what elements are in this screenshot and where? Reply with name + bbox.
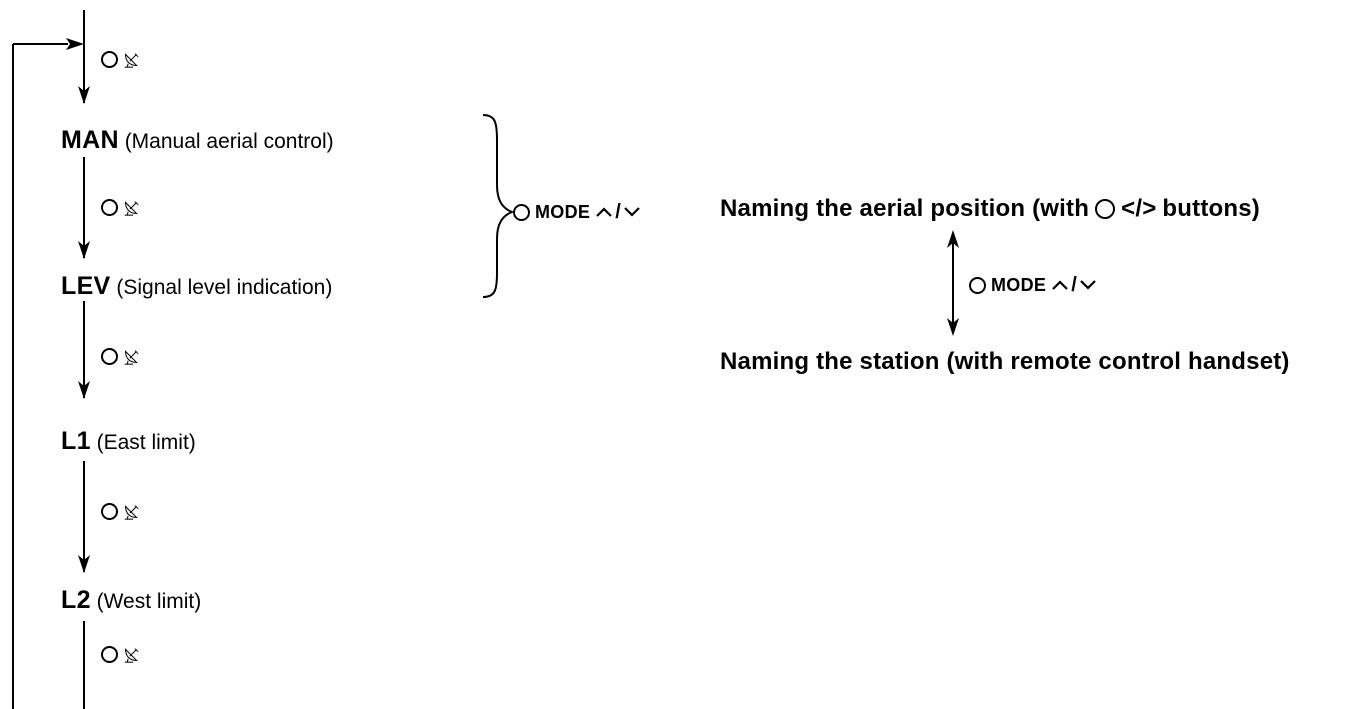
step-description: (East limit): [96, 431, 196, 454]
circle-button-icon: [513, 203, 530, 221]
satellite-dish-icon: [124, 200, 139, 216]
step-code: MAN: [61, 126, 119, 154]
naming-mode-button: MODE /: [969, 274, 1097, 296]
flow-arrow-4-head: [78, 555, 90, 573]
mode-label: MODE: [535, 201, 591, 222]
separator: /: [615, 200, 621, 223]
chevron-up-icon: [596, 207, 612, 217]
mode-label: MODE: [991, 274, 1047, 295]
satellite-dish-icon: [124, 504, 139, 520]
satellite-dish-icon: [124, 647, 139, 663]
step-l2: L2 (West limit): [61, 588, 201, 613]
flow-arrow-2-head: [78, 241, 90, 259]
step-lev: LEV (Signal level indication): [61, 274, 332, 299]
aerial-button-1: [101, 48, 140, 70]
circle-button-icon: [101, 50, 118, 68]
step-man: MAN (Manual aerial control): [61, 128, 334, 153]
loop-return-arrow: [66, 38, 84, 50]
naming-toggle-arrow-down-head: [947, 318, 959, 336]
satellite-dish-icon: [124, 52, 139, 68]
step-code: L1: [61, 427, 91, 455]
naming-station: Naming the station (with remote control …: [720, 350, 1290, 374]
circle-button-icon: [1095, 199, 1116, 219]
naming-aerial-position: Naming the aerial position (with </> but…: [720, 197, 1260, 221]
flow-arrow-1-head: [78, 86, 90, 104]
aerial-button-3: [101, 345, 140, 367]
naming-station-label: Naming the station (with remote control …: [720, 348, 1290, 375]
chevron-up-icon: [1052, 280, 1068, 290]
aerial-button-2: [101, 196, 140, 218]
mode-updown-button: MODE /: [513, 201, 641, 223]
flow-arrow-3-head: [78, 381, 90, 399]
circle-button-icon: [101, 347, 118, 365]
step-code: L2: [61, 586, 91, 614]
satellite-dish-icon: [124, 349, 139, 365]
step-code: LEV: [61, 272, 111, 300]
step-l1: L1 (East limit): [61, 429, 196, 454]
chevron-down-icon: [1079, 280, 1096, 290]
step-description: (West limit): [96, 590, 202, 613]
naming-aerial-suffix: buttons): [1162, 195, 1260, 222]
circle-button-icon: [101, 502, 118, 520]
curly-brace: [482, 114, 515, 298]
aerial-button-5: [101, 643, 140, 665]
circle-button-icon: [969, 276, 986, 294]
naming-aerial-prefix: Naming the aerial position (with: [720, 195, 1090, 222]
circle-button-icon: [101, 198, 118, 216]
circle-button-icon: [101, 645, 118, 663]
naming-aerial-keys: </>: [1121, 195, 1157, 222]
step-description: (Manual aerial control): [124, 130, 334, 153]
separator: /: [1071, 273, 1077, 296]
naming-toggle-arrow-up-head: [947, 230, 959, 248]
chevron-down-icon: [623, 207, 640, 217]
aerial-button-4: [101, 500, 140, 522]
step-description: (Signal level indication): [116, 276, 333, 299]
